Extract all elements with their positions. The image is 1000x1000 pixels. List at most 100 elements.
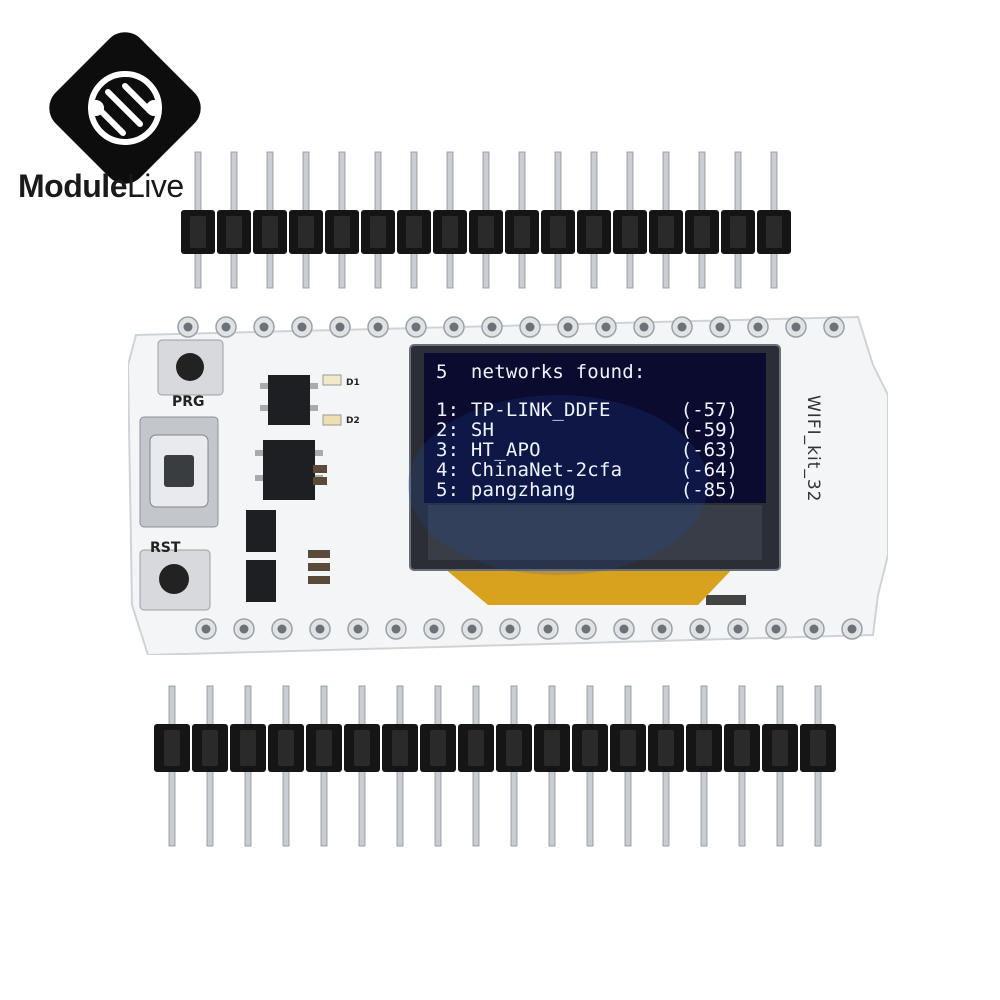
header-pin: [181, 151, 215, 289]
modulelive-logo: [49, 32, 201, 184]
top-pin-header: [181, 151, 791, 289]
pcb-hole: [823, 316, 845, 338]
header-pin: [610, 685, 646, 847]
header-pin: [685, 151, 719, 289]
micro-usb-port: [139, 416, 219, 528]
oled-flex-cable: [438, 563, 738, 605]
pcb-hole: [443, 316, 465, 338]
header-pin: [306, 685, 342, 847]
header-pin: [724, 685, 760, 847]
network-5-label: 5: pangzhang: [436, 479, 576, 501]
header-pin: [496, 685, 532, 847]
network-2-label: 2: SH: [436, 419, 495, 441]
networks-header: 5 networks found:: [436, 361, 646, 383]
header-pin: [721, 151, 755, 289]
network-3-label: 3: HT_APO: [436, 439, 541, 461]
pcb-hole: [803, 618, 825, 640]
network-1-label: 1: TP-LINK_DDFE: [436, 399, 611, 421]
rst-label: RST: [150, 540, 181, 556]
header-pin: [505, 151, 539, 289]
header-pin: [757, 151, 791, 289]
pcb-hole: [785, 316, 807, 338]
pcb-hole: [519, 316, 541, 338]
prg-label: PRG: [172, 394, 205, 410]
pcb-hole: [347, 618, 369, 640]
pcb-hole: [747, 316, 769, 338]
pcb-hole: [309, 618, 331, 640]
header-pin: [420, 685, 456, 847]
pcb-hole: [557, 316, 579, 338]
pcb-hole: [595, 316, 617, 338]
pcb-hole: [215, 316, 237, 338]
pcb-hole: [709, 316, 731, 338]
transistor-chip: [246, 510, 276, 602]
header-pin: [762, 685, 798, 847]
network-2-rssi: (-59): [680, 419, 738, 441]
header-pin: [686, 685, 722, 847]
board-model-label: WIFI_kit_32: [803, 395, 823, 503]
pcb-hole: [499, 618, 521, 640]
header-pin: [217, 151, 251, 289]
header-pin: [577, 151, 611, 289]
header-pin: [800, 685, 836, 847]
network-5-rssi: (-85): [680, 479, 738, 501]
usb-uart-chip: [255, 440, 323, 500]
pcb-hole: [727, 618, 749, 640]
voltage-regulator-chip: [260, 375, 318, 425]
network-3-rssi: (-63): [680, 439, 738, 461]
header-pin: [154, 685, 190, 847]
pcb-hole: [423, 618, 445, 640]
pcb-hole: [613, 618, 635, 640]
header-pin: [289, 151, 323, 289]
pcb-hole: [633, 316, 655, 338]
brand-name-bold: Module: [18, 168, 127, 204]
header-pin: [397, 151, 431, 289]
network-4-label: 4: ChinaNet-2cfa: [436, 459, 623, 481]
pcb-hole: [329, 316, 351, 338]
header-pin: [325, 151, 359, 289]
pcb-hole: [575, 618, 597, 640]
network-4-rssi: (-64): [680, 459, 738, 481]
d1-label: D1: [346, 378, 360, 388]
bottom-pin-header: [154, 685, 836, 847]
pcb-hole: [651, 618, 673, 640]
pcb-hole: [689, 618, 711, 640]
pcb-hole: [291, 316, 313, 338]
pcb-hole: [537, 618, 559, 640]
header-pin: [433, 151, 467, 289]
header-pin: [192, 685, 228, 847]
pcb-hole: [367, 316, 389, 338]
d2-label: D2: [346, 416, 360, 426]
pcb-hole: [385, 618, 407, 640]
pcb-hole: [271, 618, 293, 640]
header-pin: [361, 151, 395, 289]
led-d1: [322, 374, 342, 386]
pcb-hole: [253, 316, 275, 338]
header-pin: [344, 685, 380, 847]
header-pin: [648, 685, 684, 847]
network-1-rssi: (-57): [680, 399, 738, 421]
header-pin: [268, 685, 304, 847]
led-d2: [322, 414, 342, 426]
header-pin: [469, 151, 503, 289]
pcb-hole: [461, 618, 483, 640]
brand-name: ModuleLive: [18, 168, 184, 205]
pcb-hole: [233, 618, 255, 640]
pcb-hole: [405, 316, 427, 338]
pcb-hole: [671, 316, 693, 338]
brand-name-light: Live: [126, 168, 184, 204]
pcb-hole: [177, 316, 199, 338]
rst-button[interactable]: [139, 549, 211, 611]
header-pin: [649, 151, 683, 289]
header-pin: [534, 685, 570, 847]
header-pin: [458, 685, 494, 847]
pcb-hole: [481, 316, 503, 338]
header-pin: [382, 685, 418, 847]
esp32-oled-board: [128, 315, 888, 655]
header-pin: [253, 151, 287, 289]
header-pin: [541, 151, 575, 289]
header-pin: [572, 685, 608, 847]
prg-button[interactable]: [157, 339, 224, 396]
circuit-swirl-icon: [88, 71, 162, 145]
pcb-hole: [195, 618, 217, 640]
